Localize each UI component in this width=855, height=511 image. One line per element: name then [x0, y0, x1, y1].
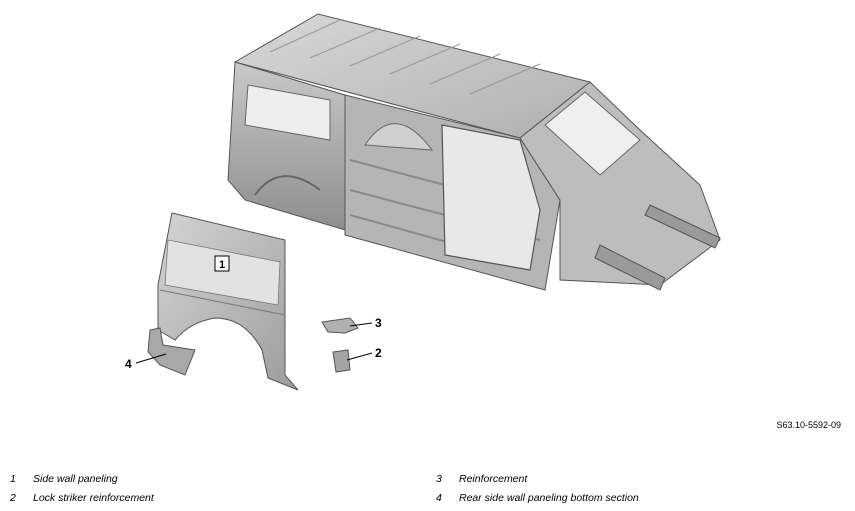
rear-side-wall-bottom-part	[147, 327, 196, 376]
legend-item: 1 Side wall paneling	[10, 470, 154, 489]
side-wall-paneling-part	[157, 212, 299, 391]
legend-item: 4 Rear side wall paneling bottom section	[436, 489, 639, 508]
reinforcement-part	[321, 317, 359, 334]
legend-item-number: 1	[10, 473, 16, 485]
legend-item-label: Reinforcement	[459, 473, 528, 485]
callout-1-number: 1	[219, 259, 225, 271]
legend-left: 1 Side wall paneling 2 Lock striker rein…	[10, 470, 154, 508]
callout-2-number: 2	[375, 346, 382, 360]
legend-item: 2 Lock striker reinforcement	[10, 489, 154, 508]
callout-4: 4	[125, 353, 167, 371]
figure-reference-code: S63.10-5592-09	[776, 420, 841, 430]
callout-3: 3	[349, 316, 382, 330]
legend-item-number: 4	[436, 492, 442, 504]
exploded-body-diagram: 1 3 2 4	[125, 13, 721, 391]
lock-striker-reinforcement-part	[332, 349, 351, 373]
legend-item-number: 2	[10, 492, 16, 504]
legend-item-label: Side wall paneling	[33, 473, 118, 485]
callout-4-number: 4	[125, 357, 132, 371]
legend-item-label: Lock striker reinforcement	[33, 492, 154, 504]
van-body-shell	[227, 13, 721, 291]
legend-item-number: 3	[436, 473, 442, 485]
legend-item-label: Rear side wall paneling bottom section	[459, 492, 639, 504]
callout-1: 1	[214, 255, 230, 272]
legend-item: 3 Reinforcement	[436, 470, 639, 489]
callout-3-number: 3	[375, 316, 382, 330]
callout-2: 2	[346, 346, 382, 361]
legend-right: 3 Reinforcement 4 Rear side wall panelin…	[436, 470, 639, 508]
